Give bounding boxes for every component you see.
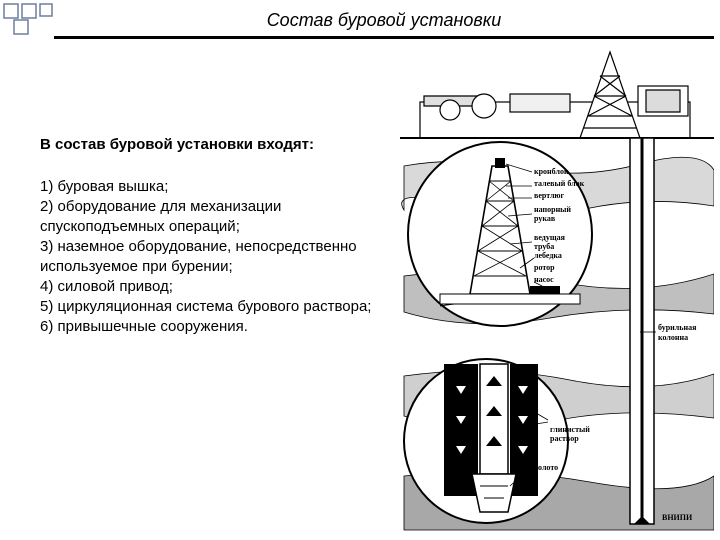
- label-vertlyug: вертлюг: [534, 191, 565, 200]
- list-item: 2) оборудование для механизации спускопо…: [40, 198, 282, 235]
- label-doloto: долото: [534, 463, 558, 472]
- title-bar: [54, 9, 714, 36]
- label-credit: ВНИПИ: [662, 513, 693, 522]
- list-item: 5) циркуляционная система бурового раств…: [40, 298, 372, 315]
- label-kolonna: колонна: [658, 333, 688, 342]
- label-rastvor: раствор: [550, 434, 579, 443]
- label-rukav: рукав: [534, 214, 556, 223]
- label-naporny: напорный: [534, 205, 571, 214]
- slide-title: Состав буровой установки: [266, 10, 502, 30]
- list-item: 1) буровая вышка;: [40, 178, 169, 195]
- figure-labels: кронблок талевый блок вертлюг напорный р…: [534, 167, 697, 522]
- label-kronblok: кронблок: [534, 167, 569, 176]
- label-vedushchaya: ведущая: [534, 233, 566, 242]
- leader-lines: [505, 163, 656, 487]
- bit-inset: [403, 358, 569, 524]
- drilling-rig-illustration: кронблок талевый блок вертлюг напорный р…: [400, 50, 714, 531]
- well-bore: [629, 137, 655, 525]
- label-burilnaya: бурильная: [658, 323, 697, 332]
- label-talevy-blok: талевый блок: [534, 179, 585, 188]
- label-nasos: насос: [534, 275, 554, 284]
- rig-inset: [407, 141, 593, 327]
- components-list: 1) буровая вышка; 2) оборудование для ме…: [40, 177, 400, 337]
- surface-rig: [400, 50, 714, 139]
- label-glinisty: глинистый: [550, 425, 590, 434]
- corner-decoration: [3, 3, 53, 35]
- list-item: 4) силовой привод;: [40, 278, 173, 295]
- slide-body: В состав буровой установки входят: 1) бу…: [40, 135, 400, 337]
- label-rotor: ротор: [534, 263, 555, 272]
- list-item: 3) наземное оборудование, непосредственн…: [40, 238, 357, 275]
- list-item: 6) привышечные сооружения.: [40, 318, 248, 335]
- title-rule: [54, 36, 714, 39]
- label-lebedka: лебедка: [534, 251, 562, 260]
- label-truba: труба: [534, 242, 554, 251]
- slide-heading: В состав буровой установки входят:: [40, 136, 314, 153]
